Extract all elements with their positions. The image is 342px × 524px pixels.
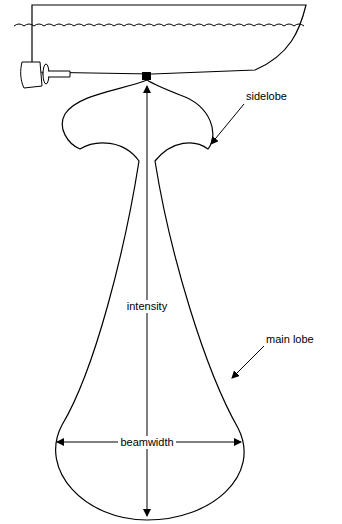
main-lobe-label: main lobe (266, 333, 314, 346)
beamwidth-label: beamwidth (118, 436, 175, 449)
outboard-motor (21, 62, 70, 88)
beam-pattern (56, 80, 245, 520)
intensity-label: intensity (125, 300, 169, 313)
transducer (142, 72, 151, 80)
sidelobe-label: sidelobe (246, 90, 287, 103)
main-lobe-leader (232, 346, 264, 378)
water-line (14, 24, 304, 26)
sidelobe-leader (211, 104, 244, 144)
boat-hull (32, 5, 306, 74)
